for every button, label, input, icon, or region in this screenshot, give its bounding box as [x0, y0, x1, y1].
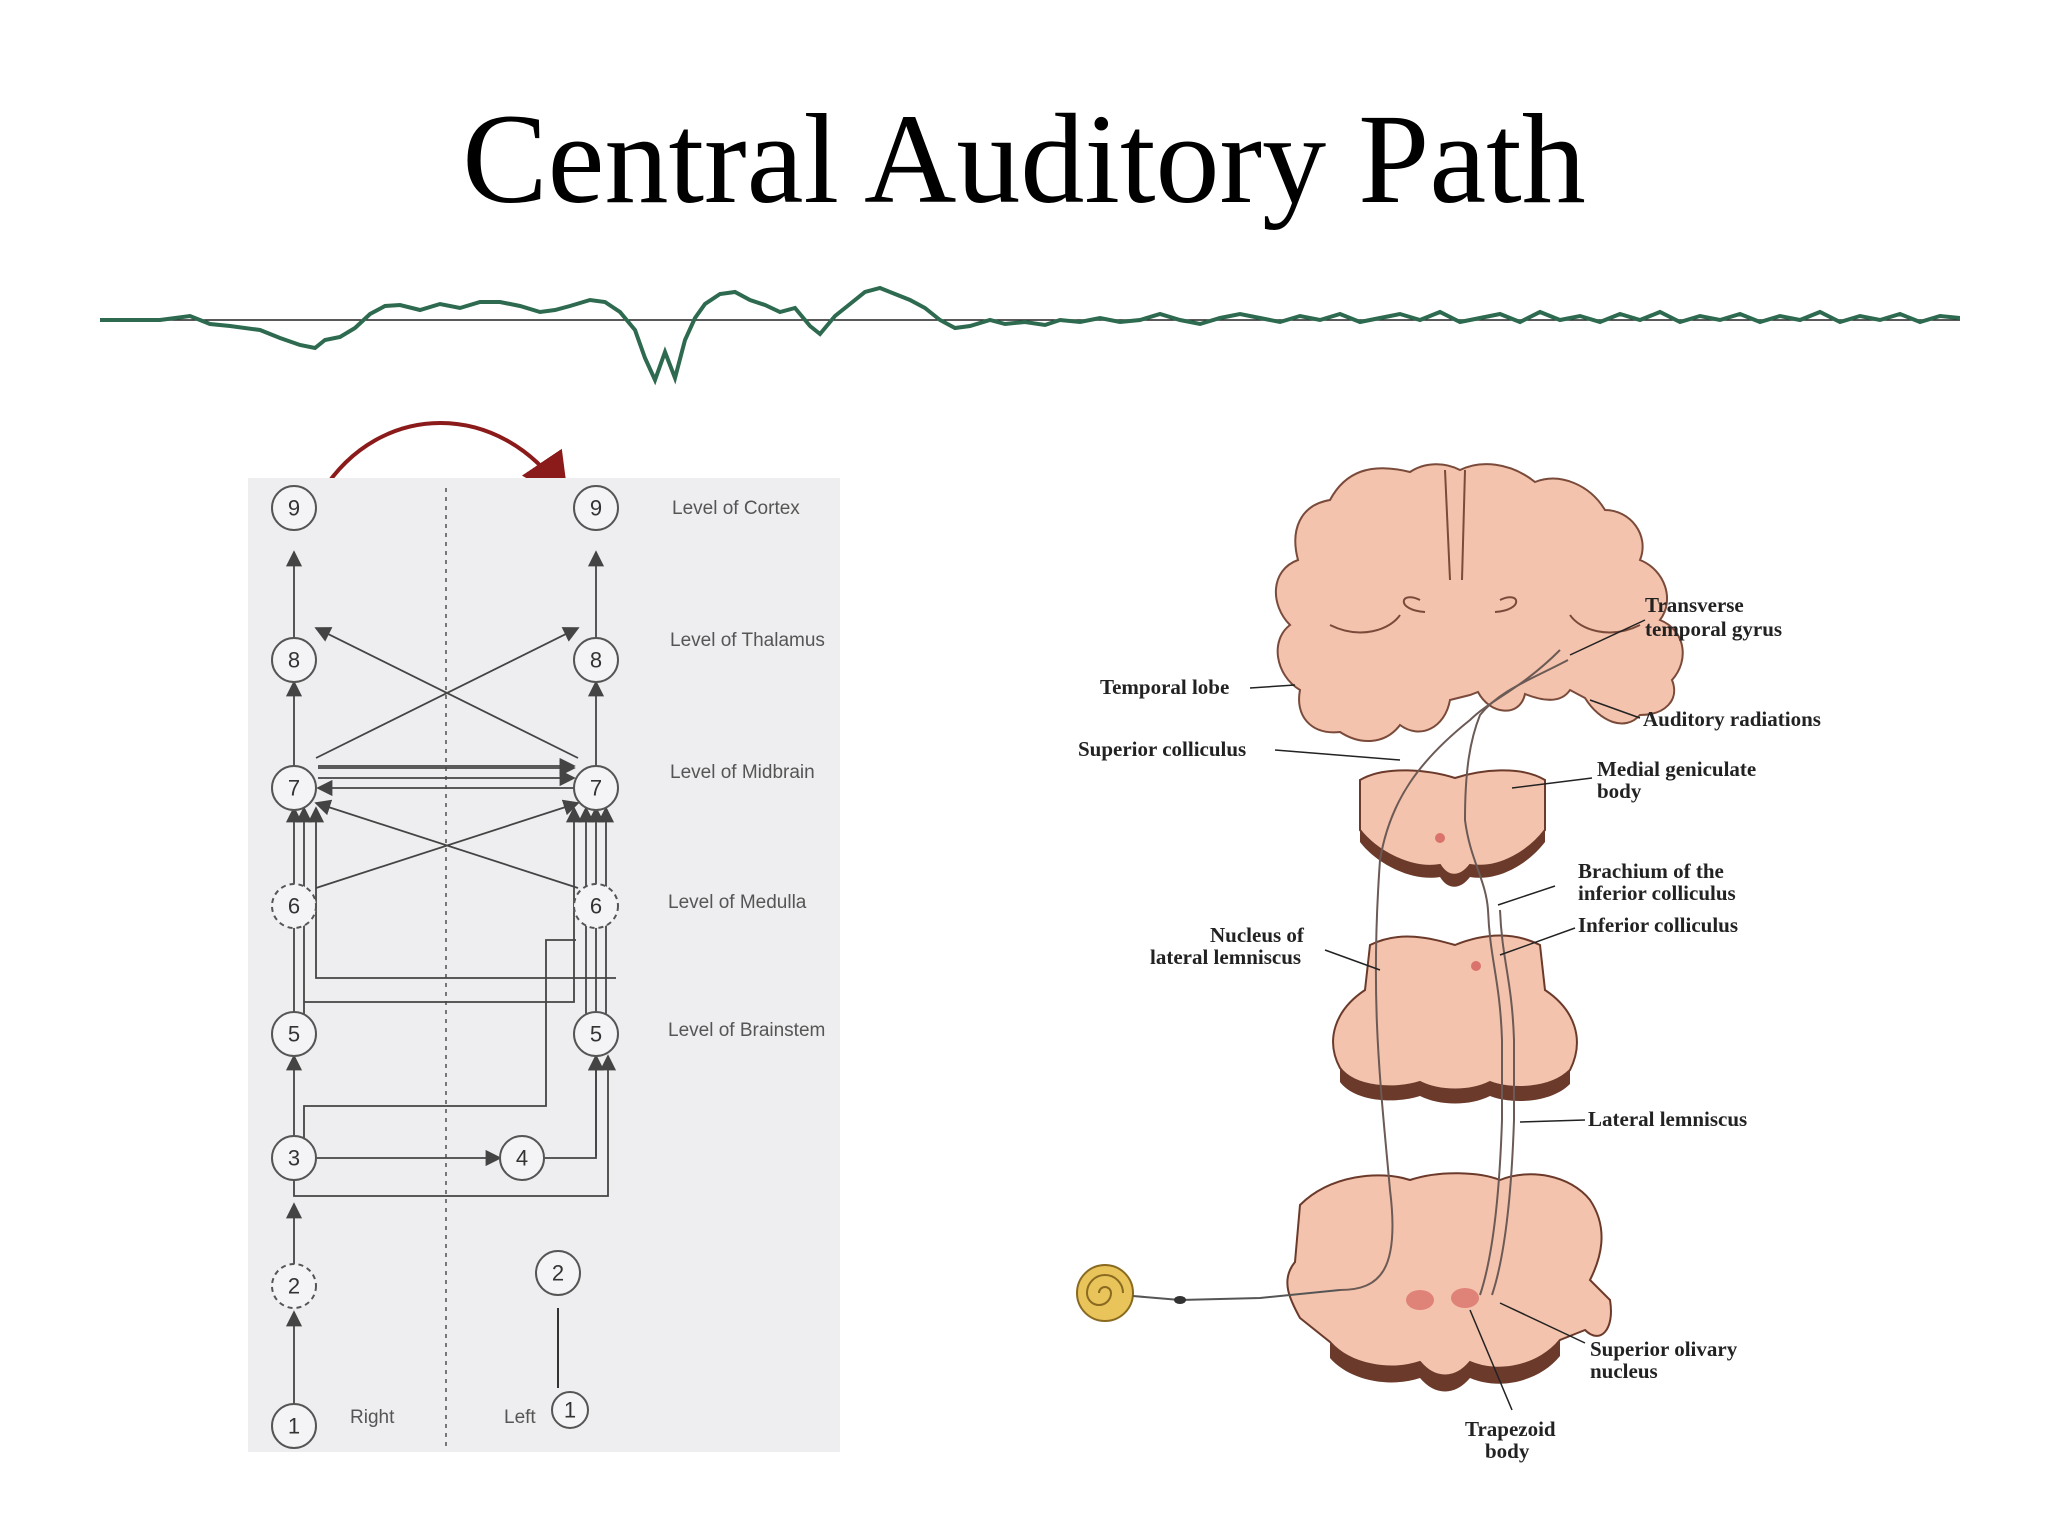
node-8-left	[573, 637, 619, 683]
label-brachium-2: inferior colliculus	[1578, 881, 1736, 905]
node-label: 8	[288, 648, 300, 673]
label-transverse-temporal-gyrus: Transverse	[1645, 593, 1744, 617]
node-9-right	[271, 485, 317, 531]
node-7-left	[573, 765, 619, 811]
node-5-left	[573, 1011, 619, 1057]
label-superior-olivary-2: nucleus	[1590, 1359, 1658, 1383]
cochlea-icon	[1076, 1264, 1134, 1322]
level-thalamus-label: Level of Thalamus	[670, 630, 825, 651]
label-trapezoid-body: Trapezoid	[1465, 1417, 1556, 1441]
node-label: 5	[288, 1022, 300, 1047]
node-label: 7	[288, 776, 300, 801]
level-cortex-label: Level of Cortex	[672, 498, 800, 519]
pathway-schematic: 9 8 7 6 5 3 2 1 9 8 7 6 5 4 2 1 Level of…	[271, 485, 825, 1449]
node-label: 4	[516, 1146, 528, 1171]
node-2-right	[271, 1263, 317, 1309]
label-inferior-colliculus: Inferior colliculus	[1578, 913, 1738, 937]
brain-section	[1275, 463, 1684, 743]
label-nucleus-lateral-lemniscus: Nucleus of	[1210, 923, 1305, 947]
node-label: 2	[552, 1261, 564, 1286]
waveform-decoration	[100, 285, 1960, 386]
node-3-right	[271, 1135, 317, 1181]
label-lateral-lemniscus: Lateral lemniscus	[1588, 1107, 1747, 1131]
side-right-label: Right	[350, 1407, 395, 1428]
node-9-left	[573, 485, 619, 531]
node-1-right	[271, 1403, 317, 1449]
node-label: 2	[288, 1274, 300, 1299]
label-superior-olivary: Superior olivary	[1590, 1337, 1738, 1361]
pathway-schematic-panel: 9 8 7 6 5 3 2 1 9 8 7 6 5 4 2 1 Level of…	[248, 478, 840, 1452]
node-label: 7	[590, 776, 602, 801]
label-brachium: Brachium of the	[1578, 859, 1724, 883]
midbrain-slice	[1359, 769, 1546, 876]
node-label: 1	[564, 1398, 576, 1423]
label-medial-geniculate: Medial geniculate	[1597, 757, 1756, 781]
node-6-right	[271, 883, 317, 929]
node-2-left-handwritten	[535, 1250, 581, 1296]
node-8-right	[271, 637, 317, 683]
level-brainstem-label: Level of Brainstem	[668, 1020, 825, 1041]
pons-slice	[1332, 934, 1578, 1091]
node-7-right	[271, 765, 317, 811]
level-medulla-label: Level of Medulla	[668, 892, 807, 913]
label-temporal-lobe: Temporal lobe	[1100, 675, 1229, 699]
side-left-label: Left	[504, 1407, 536, 1428]
slide-title: Central Auditory Path	[462, 88, 1586, 230]
node-label: 6	[590, 894, 602, 919]
node-label: 8	[590, 648, 602, 673]
label-transverse-temporal-gyrus-2: temporal gyrus	[1645, 617, 1782, 641]
label-auditory-radiations: Auditory radiations	[1643, 707, 1821, 731]
medulla-slice	[1286, 1172, 1612, 1377]
node-6-left	[573, 883, 619, 929]
label-medial-geniculate-2: body	[1597, 779, 1642, 803]
node-4-left	[499, 1135, 545, 1181]
label-nucleus-lateral-lemniscus-2: lateral lemniscus	[1150, 945, 1301, 969]
label-superior-colliculus: Superior colliculus	[1078, 737, 1246, 761]
label-trapezoid-body-2: body	[1485, 1439, 1530, 1463]
node-label: 1	[288, 1414, 300, 1439]
node-1-left-handwritten	[551, 1391, 589, 1429]
node-label: 5	[590, 1022, 602, 1047]
node-label: 6	[288, 894, 300, 919]
level-midbrain-label: Level of Midbrain	[670, 762, 815, 783]
node-label: 3	[288, 1146, 300, 1171]
node-label: 9	[590, 496, 602, 521]
node-label: 9	[288, 496, 300, 521]
node-5-right	[271, 1011, 317, 1057]
